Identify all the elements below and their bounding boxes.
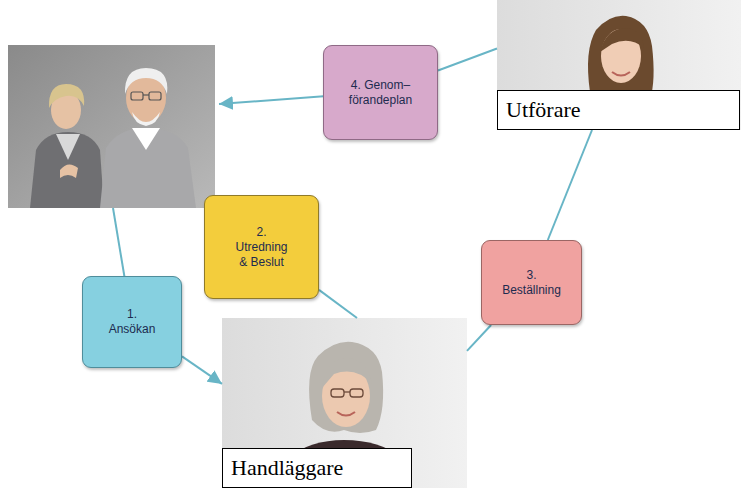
step-label: 2. Utredning & Beslut [235,225,287,270]
flow-connector [467,325,491,351]
step-box: 4. Genom– förandeplan [323,45,438,140]
step-label: 4. Genom– förandeplan [349,78,412,108]
role-node: Utförare [497,0,741,130]
flow-connector [319,290,357,318]
role-node: Handläggare [222,318,467,488]
flow-connector [438,49,497,71]
step-box: 1. Ansökan [82,276,182,368]
step-box: 2. Utredning & Beslut [204,195,319,299]
case-officer-photo [222,318,467,488]
role-label: Handläggare [222,448,412,488]
step-label: 1. Ansökan [109,307,156,337]
couple-photo [8,45,215,208]
role-label: Utförare [497,90,740,130]
step-label: 3. Beställning [502,268,561,298]
step-box: 3. Beställning [481,240,582,325]
flow-connector [548,130,592,240]
flow-connector [182,356,222,384]
worker-photo [497,0,741,130]
